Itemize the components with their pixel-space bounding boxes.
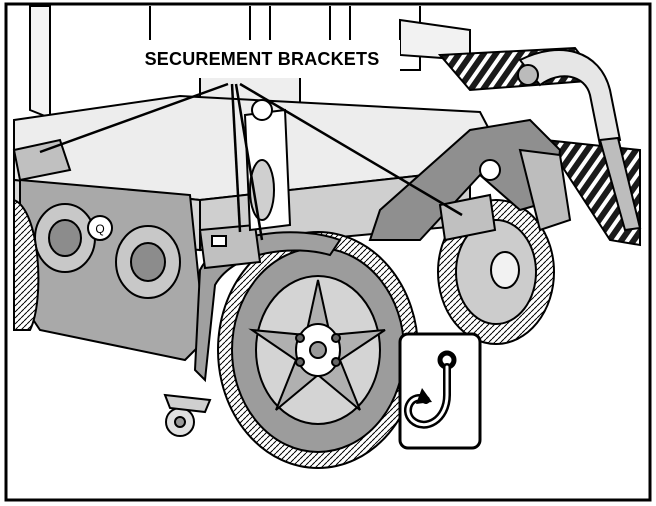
motor-housing: Q	[19, 178, 207, 362]
caster-arm	[368, 118, 572, 241]
drive-wheel	[217, 231, 419, 469]
callout-leader-lines	[39, 82, 463, 241]
svg-text:Q: Q	[95, 222, 104, 236]
securement-bracket-left	[12, 138, 72, 182]
securement-bracket-right	[438, 193, 497, 242]
tie-down-hook-icon	[398, 332, 482, 450]
callout-label: SECUREMENT BRACKETS	[124, 40, 400, 78]
front-rigging	[517, 49, 642, 232]
rear-left-wheel	[13, 198, 40, 331]
outer-border	[4, 2, 652, 502]
seat-post	[243, 99, 292, 232]
anti-tip-caster	[163, 393, 212, 437]
securement-bracket-center	[198, 223, 262, 270]
